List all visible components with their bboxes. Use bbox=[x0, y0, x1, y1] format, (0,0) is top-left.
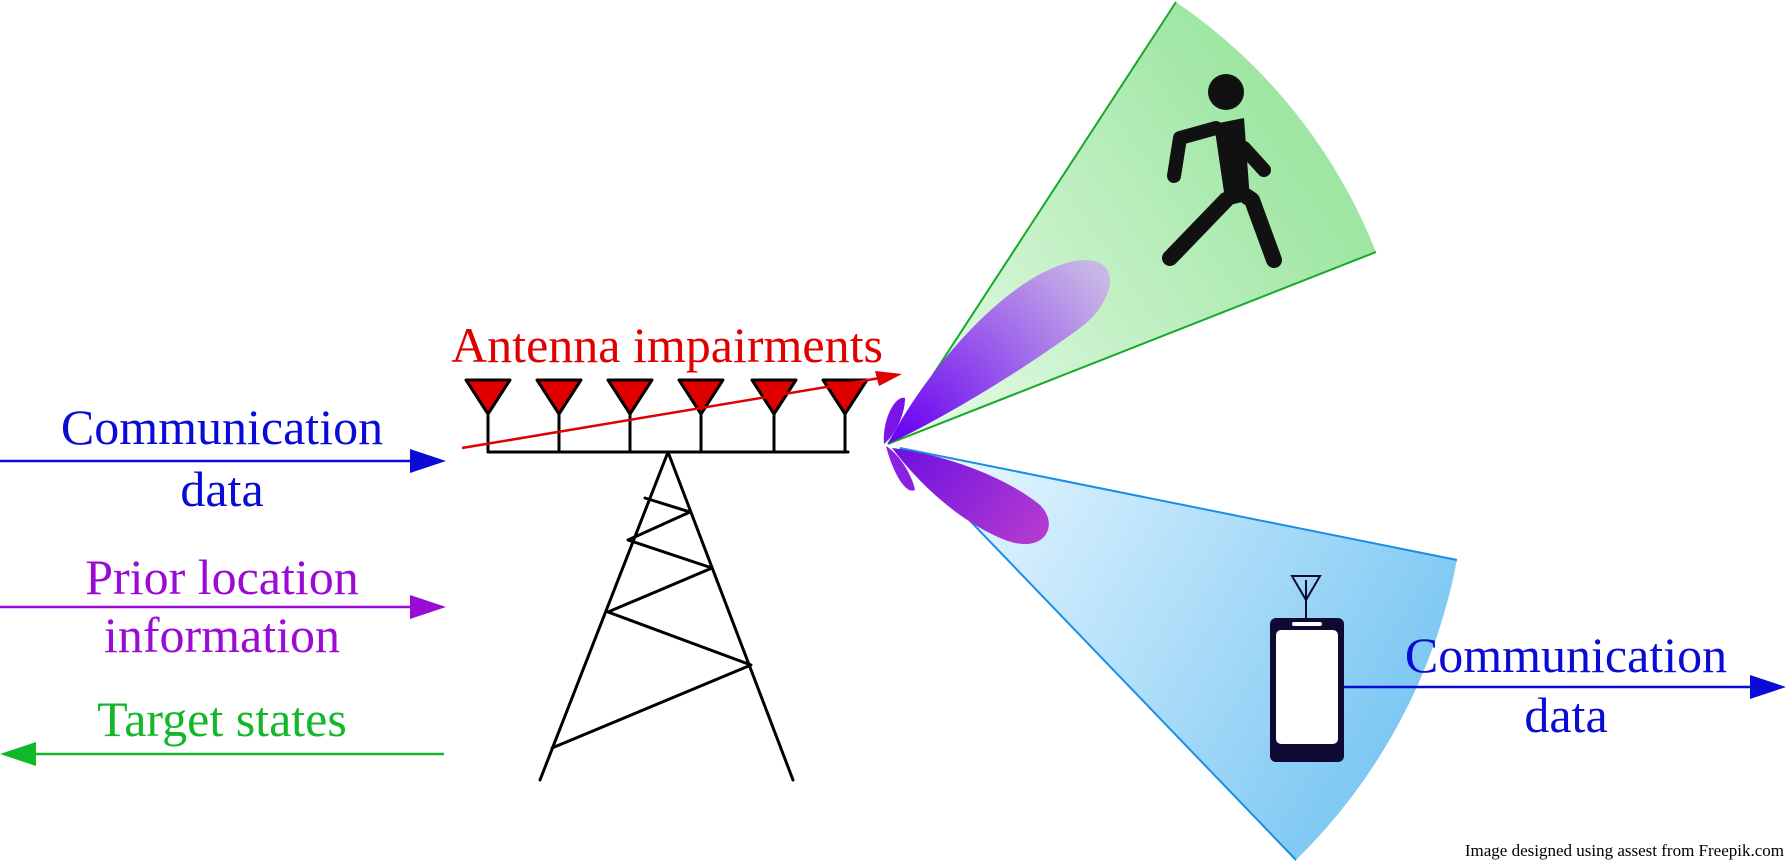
walking-person-icon bbox=[1162, 74, 1282, 268]
comm-data-out-label-line2: data bbox=[1524, 687, 1607, 743]
antenna-icon bbox=[535, 378, 583, 452]
comm-data-in-label-line1: Communication bbox=[61, 399, 383, 455]
antenna-impairments-label: Antenna impairments bbox=[451, 317, 883, 373]
prior-location-label-line2: information bbox=[104, 607, 340, 663]
image-credit: Image designed using assest from Freepik… bbox=[1465, 841, 1784, 860]
mobile-phone-icon bbox=[1270, 575, 1344, 762]
antenna-icon bbox=[464, 378, 512, 452]
communication-data-output-arrow bbox=[1344, 675, 1786, 699]
comm-data-out-label-line1: Communication bbox=[1405, 627, 1727, 683]
antenna-icon bbox=[750, 378, 798, 452]
antenna-impairments-arrow bbox=[461, 371, 902, 450]
antenna-icon bbox=[606, 378, 654, 452]
target-states-output-arrow bbox=[0, 742, 444, 766]
comm-data-in-label-line2: data bbox=[180, 461, 263, 517]
target-states-label: Target states bbox=[97, 691, 347, 747]
antenna-icon bbox=[821, 378, 869, 452]
communication-data-input-arrow bbox=[0, 449, 446, 473]
beam-pattern bbox=[883, 260, 1110, 545]
transmission-tower-icon bbox=[486, 450, 850, 782]
prior-location-label-line1: Prior location bbox=[85, 549, 359, 605]
antenna-icon bbox=[677, 378, 725, 452]
prior-location-input-arrow bbox=[0, 595, 446, 619]
